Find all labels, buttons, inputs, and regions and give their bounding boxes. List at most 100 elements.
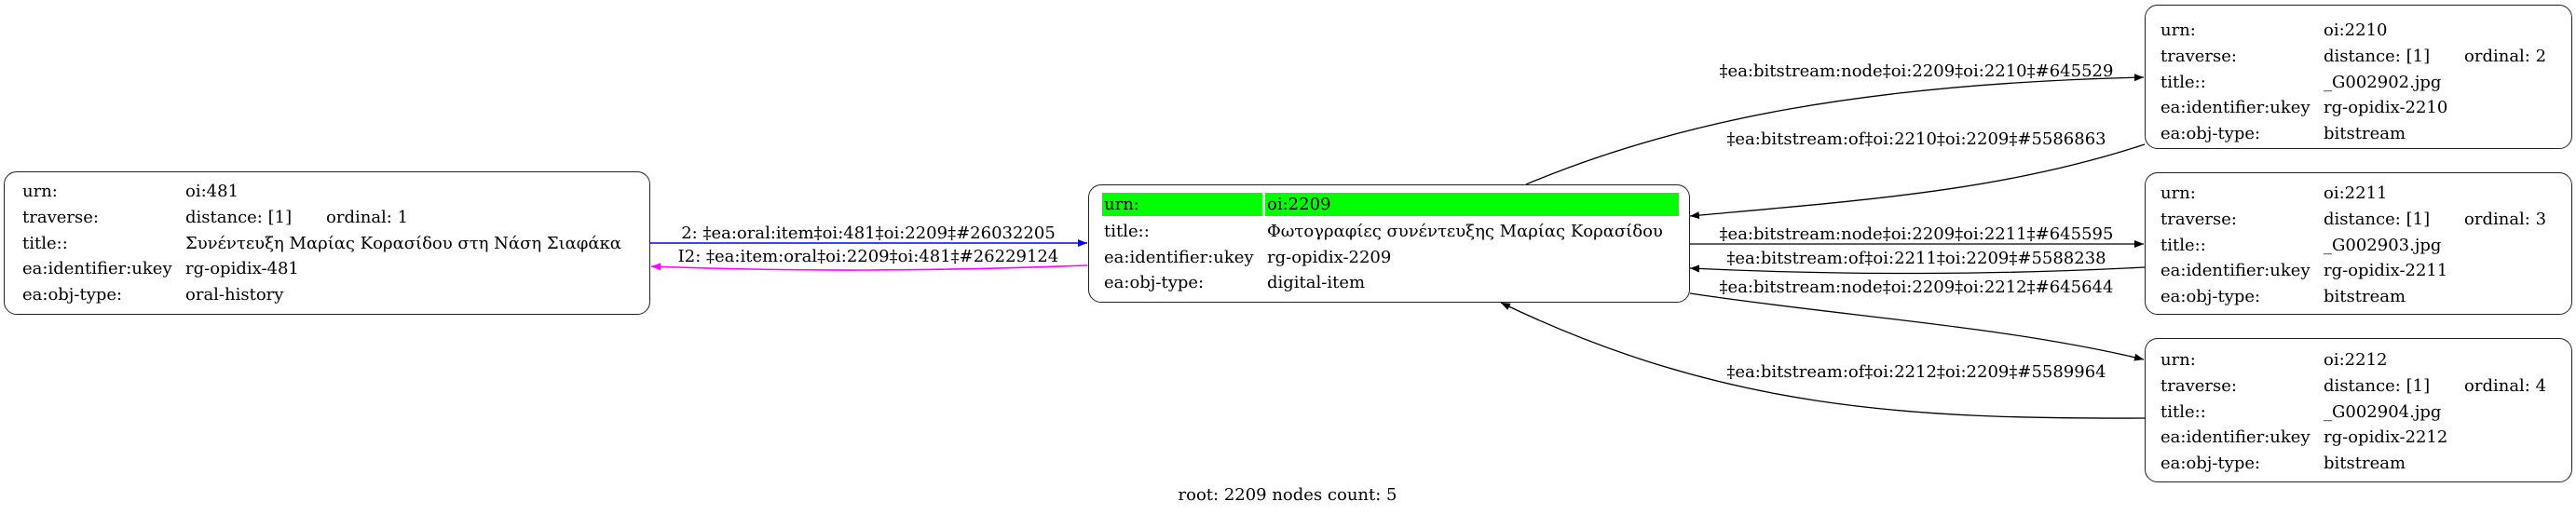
node-field-row: ea:obj-type: bitstream	[2159, 284, 2571, 310]
field-label: title::	[1104, 221, 1150, 241]
field-value: oi:481	[185, 182, 239, 201]
field-label: urn:	[2160, 183, 2196, 203]
field-value: oi:2209	[1265, 193, 1679, 216]
field-value: _G002904.jpg	[2324, 401, 2442, 422]
field-label: ea:obj-type:	[1104, 273, 1205, 293]
field-label: urn:	[22, 182, 58, 201]
node-field-row: ea:identifier:ukey rg-opidix-2211	[2159, 258, 2571, 284]
edge-2209-to-2211: ‡ea:bitstream:node‡oi:2209‡oi:2211‡#6455…	[1690, 224, 2144, 248]
edge-label: ‡ea:bitstream:node‡oi:2209‡oi:2210‡#6455…	[1720, 61, 2114, 81]
field-value: rg-opidix-2211	[2324, 261, 2448, 281]
field-label: title::	[22, 233, 68, 253]
edge-line	[1689, 143, 2146, 220]
node-field-row: ea:obj-type:oral-history	[20, 282, 649, 308]
edge-label: ‡ea:bitstream:node‡oi:2209‡oi:2212‡#6456…	[1720, 278, 2114, 297]
field-label: ea:identifier:ukey	[1104, 247, 1254, 267]
field-label: title::	[2160, 235, 2206, 255]
edge-line	[1689, 292, 2145, 361]
node-field-row: urn: oi:2211	[2159, 181, 2571, 207]
field-value: oi:2212	[2324, 350, 2388, 370]
field-label: ea:identifier:ukey	[2160, 261, 2310, 281]
node-oi-2212[interactable]: urn: oi:2212 traverse: distance: [1] ordinal…	[2145, 338, 2572, 482]
node-oi-2211[interactable]: urn: oi:2211 traverse: distance: [1] ordinal…	[2145, 172, 2572, 315]
edge-2209-to-481: I2: ‡ea:item:oral‡oi:2209‡oi:481‡#262291…	[650, 247, 1088, 271]
field-value: bitstream	[2324, 287, 2406, 307]
field-value: rg-opidix-2209	[1267, 247, 1392, 267]
edge-line	[1500, 302, 2146, 419]
field-value: bitstream	[2324, 124, 2406, 144]
edge-line	[650, 263, 1088, 271]
field-label: ea:obj-type:	[2160, 287, 2261, 307]
node-field-row: urn: oi:2212	[2159, 347, 2571, 373]
field-label: traverse:	[2160, 375, 2237, 396]
node-field-row: ea:identifier:ukey rg-opidix-2209	[1102, 245, 1689, 271]
field-value: Φωτογραφίες συνέντευξης Μαρίας Κορασίδου	[1267, 221, 1663, 241]
node-field-row: ea:identifier:ukey rg-opidix-2212	[2159, 425, 2571, 451]
field-label: urn:	[1102, 193, 1262, 216]
node-field-row: title::_G002903.jpg	[2159, 233, 2571, 259]
node-oi-481[interactable]: urn: oi:481 traverse: distance: [1] ordinal:…	[4, 171, 650, 315]
edge-line	[1525, 74, 2145, 185]
field-label: traverse:	[22, 207, 99, 227]
field-value: rg-opidix-2212	[2324, 427, 2448, 448]
field-value: bitstream	[2324, 454, 2406, 474]
edge-line	[1689, 264, 2146, 275]
field-label: ea:identifier:ukey	[2160, 98, 2310, 118]
field-value: oi:2211	[2324, 183, 2388, 203]
field-ordinal: ordinal: 3	[2464, 209, 2547, 229]
node-field-row: ea:identifier:ukey rg-opidix-2210	[2159, 95, 2571, 121]
field-label: traverse:	[2160, 46, 2237, 66]
edge-2209-to-2210: ‡ea:bitstream:node‡oi:2209‡oi:2210‡#6455…	[1525, 61, 2145, 185]
node-field-row: title::_G002904.jpg	[2159, 400, 2571, 426]
edge-label: ‡ea:bitstream:of‡oi:2211‡oi:2209‡#558823…	[1726, 249, 2106, 268]
node-field-row: title::_G002902.jpg	[2159, 70, 2571, 96]
field-label: ea:obj-type:	[2160, 454, 2261, 474]
field-label: urn:	[2160, 20, 2196, 40]
node-field-row: ea:obj-type: bitstream	[2159, 121, 2571, 147]
edge-2209-to-2212: ‡ea:bitstream:node‡oi:2209‡oi:2212‡#6456…	[1689, 278, 2145, 361]
field-ordinal: ordinal: 1	[326, 207, 409, 227]
node-field-row: urn: oi:2210	[2159, 18, 2571, 44]
node-field-row: ea:obj-type: bitstream	[2159, 451, 2571, 477]
edge-label: I2: ‡ea:item:oral‡oi:2209‡oi:481‡#262291…	[678, 247, 1059, 266]
field-value: distance: [1]	[185, 207, 293, 227]
footer-summary: root: 2209 nodes count: 5	[1178, 485, 1397, 505]
edge-label: ‡ea:bitstream:of‡oi:2212‡oi:2209‡#558996…	[1726, 362, 2106, 382]
node-field-row: traverse: distance: [1] ordinal: 1	[20, 205, 649, 231]
field-value: distance: [1]	[2324, 209, 2431, 229]
field-value: oi:2210	[2324, 20, 2388, 40]
field-label: ea:obj-type:	[2160, 124, 2261, 144]
field-value: rg-opidix-2210	[2324, 98, 2448, 118]
field-value: distance: [1]	[2324, 46, 2431, 66]
field-label: title::	[2160, 401, 2206, 422]
field-label: urn:	[2160, 350, 2196, 370]
field-label: ea:identifier:ukey	[2160, 427, 2310, 448]
edge-label: ‡ea:bitstream:node‡oi:2209‡oi:2211‡#6455…	[1720, 224, 2114, 244]
field-value: Συνέντευξη Μαρίας Κορασίδου στη Νάση Σια…	[185, 233, 621, 253]
edge-2211-to-2209: ‡ea:bitstream:of‡oi:2211‡oi:2209‡#558823…	[1689, 249, 2146, 275]
node-field-row: title::Συνέντευξη Μαρίας Κορασίδου στη Ν…	[20, 231, 649, 257]
node-field-row: title::Φωτογραφίες συνέντευξης Μαρίας Κο…	[1102, 219, 1689, 245]
edge-2210-to-2209: ‡ea:bitstream:of‡oi:2210‡oi:2209‡#558686…	[1689, 129, 2146, 220]
edge-label: 2: ‡ea:oral:item‡oi:481‡oi:2209‡#2603220…	[681, 224, 1056, 243]
field-label: title::	[2160, 72, 2206, 92]
field-value: digital-item	[1267, 273, 1366, 293]
node-oi-2210[interactable]: urn: oi:2210 traverse: distance: [1] ordinal…	[2145, 5, 2572, 149]
node-field-row: traverse: distance: [1] ordinal: 2	[2159, 44, 2571, 70]
edge-2212-to-2209: ‡ea:bitstream:of‡oi:2212‡oi:2209‡#558996…	[1500, 302, 2146, 419]
field-label: ea:identifier:ukey	[22, 259, 172, 279]
field-ordinal: ordinal: 2	[2464, 46, 2547, 66]
node-field-row: urn:oi:2209	[1102, 193, 1689, 216]
field-label: traverse:	[2160, 209, 2237, 229]
field-value: _G002902.jpg	[2324, 72, 2442, 92]
field-value: oral-history	[185, 285, 284, 305]
node-field-row: traverse: distance: [1] ordinal: 4	[2159, 373, 2571, 400]
field-ordinal: ordinal: 4	[2464, 375, 2547, 396]
field-value: distance: [1]	[2324, 375, 2431, 396]
node-field-row: ea:identifier:ukey rg-opidix-481	[20, 256, 649, 282]
edge-481-to-2209: 2: ‡ea:oral:item‡oi:481‡oi:2209‡#2603220…	[650, 224, 1087, 247]
edge-label: ‡ea:bitstream:of‡oi:2210‡oi:2209‡#558686…	[1726, 129, 2106, 149]
field-value: rg-opidix-481	[185, 259, 299, 279]
